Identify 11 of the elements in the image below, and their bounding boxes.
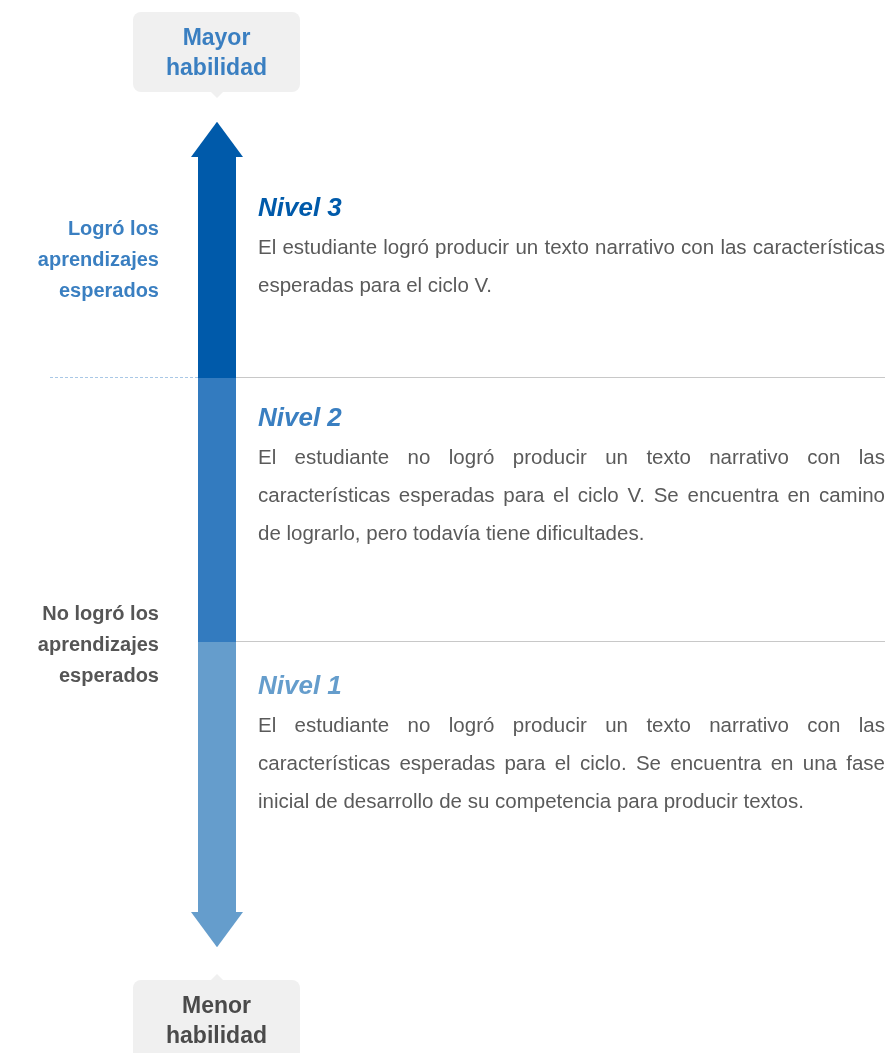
level-heading: Nivel 1	[258, 669, 343, 702]
level-heading: Nivel 3	[258, 191, 343, 224]
scale-end-label: Mayor habilidad	[165, 23, 268, 82]
level-description: El estudiante no logró producir un texto narrativo con las características esperadas para el ciclo V. Se encuentra en camino de lograrlo, pero todavía tiene dificultades.	[258, 444, 885, 546]
level-description: El estudiante logró producir un texto narrativo con las características esperadas para el ciclo V.	[258, 234, 885, 298]
achievement-label: No logró los aprendizajes esperados	[36, 601, 159, 688]
scale-end-label: Menor habilidad	[165, 991, 268, 1050]
double-arrow	[191, 121, 243, 948]
achievement-label: Logró los aprendizajes esperados	[36, 216, 159, 303]
level-heading: Nivel 2	[258, 401, 343, 434]
level-description: El estudiante no logró producir un texto narrativo con las características esperadas para el ciclo. Se encuentra en una fase inicial de desarrollo de su competencia para producir textos.	[258, 712, 885, 814]
